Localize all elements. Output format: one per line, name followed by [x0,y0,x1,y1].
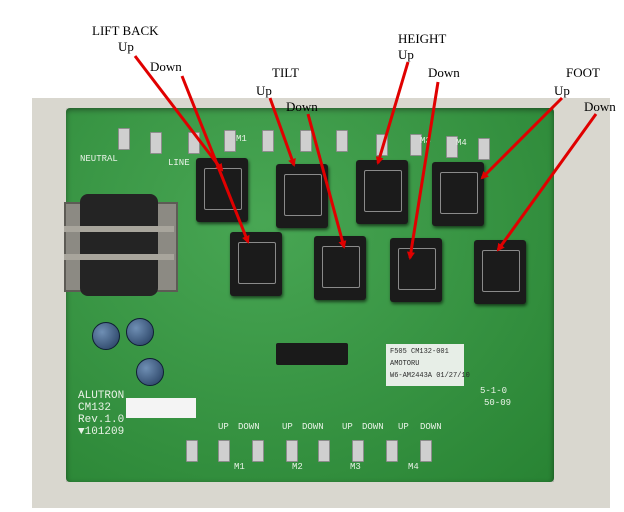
stamp-line-2: 50-09 [484,398,512,408]
capacitor [136,358,164,386]
spade-terminal [300,130,312,152]
transformer [60,190,180,300]
spade-terminal [318,440,330,462]
height-up-label: Up [398,47,414,62]
top-motor-label: M1 [236,134,247,144]
bottom-up-label: UP [218,422,229,432]
foot-title: FOOT [566,65,600,80]
brand-label: ALUTRON [78,390,125,402]
foot-up-label: Up [554,83,570,98]
spade-terminal [218,440,230,462]
bottom-up-label: UP [398,422,409,432]
spade-terminal [446,136,458,158]
bottom-down-label: DOWN [302,422,324,432]
top-motor-label: M3 [420,136,431,146]
bottom-down-label: DOWN [420,422,442,432]
relay-foot-down [474,240,526,304]
spade-terminal [224,130,236,152]
printed-sticker: F505 CM132-001 AMOTORU W6-AM2443A 01/27/… [386,344,470,386]
bottom-motor-label: M3 [350,462,361,472]
tilt-title: TILT [272,65,299,80]
transformer-coil [80,194,158,296]
relay-lift-back-down [230,232,282,296]
model-label: CM132 [78,402,112,414]
bottom-motor-label: M2 [292,462,303,472]
bottom-motor-label: M4 [408,462,419,472]
tilt-up-label: Up [256,83,272,98]
stamp-line-1: 5-1-0 [480,386,508,396]
blank-white-label [126,398,196,418]
spade-terminal [478,138,490,160]
date-code-label: ▼101209 [78,426,125,438]
relay-tilt-down [314,236,366,300]
relay-foot-up [432,162,484,226]
neutral-label: NEUTRAL [80,154,118,164]
capacitor [126,318,154,346]
spade-terminal [336,130,348,152]
height-down-label: Down [428,65,460,80]
revision-label: Rev.1.0 [78,414,125,426]
capacitor [92,322,120,350]
relay-tilt-up [276,164,328,228]
bottom-down-label: DOWN [362,422,384,432]
spade-terminal [420,440,432,462]
spade-terminal [186,440,198,462]
spade-terminal [376,134,388,156]
top-motor-label: M4 [456,138,467,148]
bottom-down-label: DOWN [238,422,260,432]
ic-chip [276,343,348,365]
line-label: LINE [168,158,190,168]
bottom-up-label: UP [282,422,293,432]
sticker-line-3: W6-AM2443A 01/27/10 [390,372,470,380]
spade-terminal [150,132,162,154]
sticker-line-1: F505 CM132-001 [390,348,449,356]
relay-height-up [356,160,408,224]
relay-lift-back-up [196,158,248,222]
bottom-motor-label: M1 [234,462,245,472]
lift-back-title: LIFT BACK [92,23,159,38]
spade-terminal [286,440,298,462]
bottom-up-label: UP [342,422,353,432]
transformer-band [64,254,174,260]
tilt-down-label: Down [286,99,318,114]
lift-back-up-label: Up [118,39,134,54]
spade-terminal [118,128,130,150]
sticker-line-2: AMOTORU [390,360,420,368]
foot-down-label: Down [584,99,616,114]
relay-height-down [390,238,442,302]
spade-terminal [252,440,264,462]
lift-back-down-label: Down [150,59,182,74]
height-title: HEIGHT [398,31,447,46]
spade-terminal [262,130,274,152]
spade-terminal [188,132,200,154]
transformer-band [64,226,174,232]
spade-terminal [386,440,398,462]
spade-terminal [352,440,364,462]
